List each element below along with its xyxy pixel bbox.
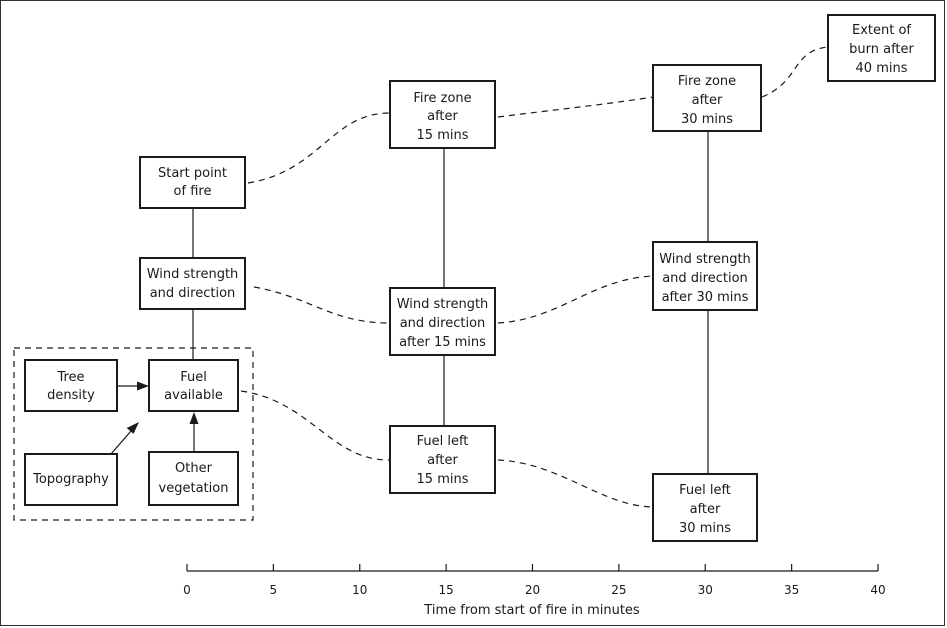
node-line: Fuel left (679, 483, 731, 498)
node-line: Fuel left (417, 434, 469, 449)
arrow-topography-to-fuel (110, 430, 132, 455)
node-line: after (427, 453, 458, 468)
axis-tick-label: 40 (870, 583, 885, 597)
node-fuel-left-30: Fuel left after 30 mins (652, 473, 758, 542)
node-fuel-available: Fuel available (148, 359, 239, 412)
node-line: Fuel (180, 370, 207, 385)
node-line: after (692, 93, 723, 108)
node-line: of fire (174, 184, 212, 199)
arrowhead-vegetation-to-fuel (189, 412, 199, 424)
node-line: Start point (158, 166, 227, 181)
node-line: after 30 mins (662, 290, 749, 305)
node-wind-15: Wind strength and direction after 15 min… (389, 287, 496, 356)
flow-zone15-to-zone30 (497, 96, 654, 118)
node-line: and direction (150, 286, 236, 301)
axis-tick-label: 30 (698, 583, 713, 597)
node-wind-30: Wind strength and direction after 30 min… (652, 241, 758, 311)
node-line: 40 mins (856, 61, 908, 76)
node-fuel-left-15: Fuel left after 15 mins (389, 425, 496, 494)
flow-wind0-to-wind15 (253, 286, 391, 324)
node-line: Other (175, 461, 213, 476)
node-line: burn after (849, 42, 914, 57)
flow-zone30-to-extent (761, 46, 829, 98)
node-line: available (164, 388, 223, 403)
axis-tick-label: 5 (270, 583, 278, 597)
axis-tick-label: 10 (352, 583, 367, 597)
flow-start-to-zone15 (247, 112, 391, 184)
node-tree-density: Tree density (24, 359, 118, 412)
node-line: Fire zone (413, 91, 471, 106)
node-line: 30 mins (681, 112, 733, 127)
node-line: after (690, 502, 721, 517)
node-fire-zone-30: Fire zone after 30 mins (652, 64, 762, 132)
node-line: 15 mins (417, 128, 469, 143)
axis-tick-label: 25 (611, 583, 626, 597)
node-line: after 15 mins (399, 335, 486, 350)
node-line: Wind strength (147, 267, 239, 282)
node-topography: Topography (24, 453, 118, 506)
node-line: vegetation (159, 481, 229, 496)
node-extent-40: Extent of burn after 40 mins (827, 14, 936, 82)
node-line: Extent of (852, 23, 911, 38)
axis-title: Time from start of fire in minutes (423, 603, 640, 618)
flow-wind15-to-wind30 (497, 275, 654, 324)
axis-ticks: 0 5 10 15 20 25 30 35 40 (183, 564, 886, 597)
axis-tick-label: 35 (784, 583, 799, 597)
node-line: Tree (56, 370, 84, 385)
node-line: and direction (662, 271, 748, 286)
node-other-vegetation: Other vegetation (148, 451, 239, 506)
node-fire-zone-15: Fire zone after 15 mins (389, 80, 496, 149)
node-line: Topography (32, 472, 109, 487)
flow-fuel15-to-fuel30 (497, 459, 654, 508)
node-line: Fire zone (678, 74, 736, 89)
node-line: density (47, 388, 95, 403)
node-wind-start: Wind strength and direction (139, 257, 246, 310)
fuel-factors-group (13, 347, 254, 521)
node-line: 30 mins (679, 521, 731, 536)
arrowhead-tree-to-fuel (137, 381, 149, 391)
arrowhead-topography-to-fuel (126, 422, 139, 434)
axis-tick-label: 15 (438, 583, 453, 597)
node-line: Wind strength (397, 297, 489, 312)
flow-fuel-to-fuel15 (240, 390, 391, 461)
node-start-point: Start point of fire (139, 156, 246, 209)
axis-tick-label: 20 (525, 583, 540, 597)
axis-tick-label: 0 (183, 583, 191, 597)
node-line: 15 mins (417, 472, 469, 487)
node-line: and direction (400, 316, 486, 331)
node-line: Wind strength (659, 252, 751, 267)
time-axis: 0 5 10 15 20 25 30 35 40 Time from start of fire… (183, 564, 886, 618)
node-line: after (427, 109, 458, 124)
